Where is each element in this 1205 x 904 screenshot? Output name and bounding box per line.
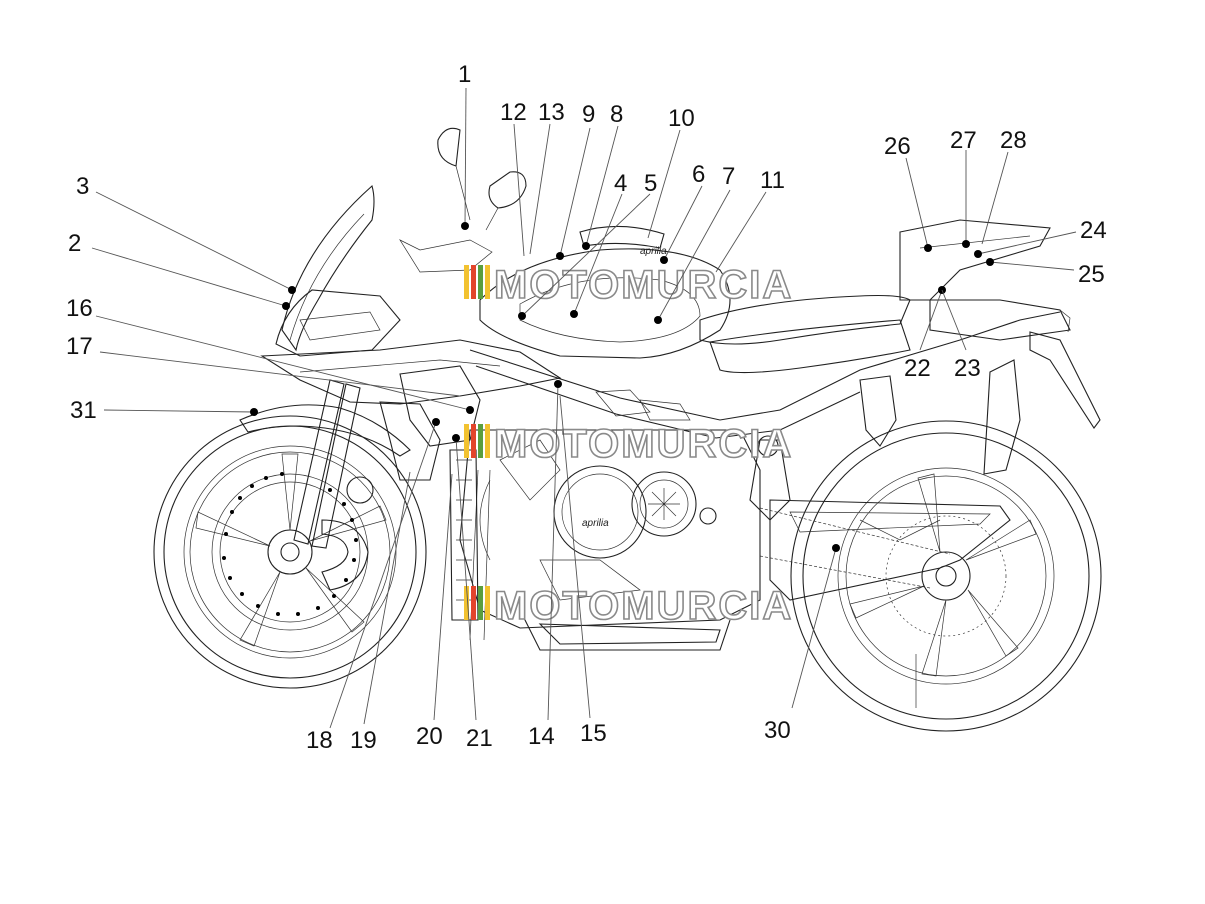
- callout-3: 3: [76, 173, 296, 294]
- callout-31: 31: [70, 397, 258, 424]
- callout-2: 2: [68, 230, 290, 310]
- callout-8: 8: [582, 101, 623, 250]
- svg-text:14: 14: [528, 723, 555, 750]
- svg-text:MOTOMURCIA: MOTOMURCIA: [494, 263, 793, 307]
- callout-6: 6: [660, 161, 705, 264]
- svg-text:13: 13: [538, 99, 565, 126]
- callout-1: 1: [458, 61, 471, 230]
- callout-25: 25: [986, 258, 1105, 288]
- svg-text:12: 12: [500, 99, 527, 126]
- svg-text:24: 24: [1080, 217, 1107, 244]
- svg-text:7: 7: [722, 163, 735, 190]
- watermark-bottom: MOTOMURCIA: [464, 583, 793, 629]
- callout-30: 30: [764, 544, 840, 744]
- engine: aprilia: [459, 429, 761, 651]
- callout-10: 10: [647, 105, 695, 239]
- callout-15: 15: [559, 395, 607, 747]
- svg-text:21: 21: [466, 725, 493, 752]
- svg-text:6: 6: [692, 161, 705, 188]
- callout-18: 18: [306, 418, 440, 754]
- rear-wheel: [790, 420, 1102, 732]
- svg-text:25: 25: [1078, 261, 1105, 288]
- svg-text:20: 20: [416, 723, 443, 750]
- svg-text:1: 1: [458, 61, 471, 88]
- svg-text:28: 28: [1000, 127, 1027, 154]
- svg-text:19: 19: [350, 727, 377, 754]
- svg-text:MOTOMURCIA: MOTOMURCIA: [494, 584, 793, 628]
- svg-text:3: 3: [76, 173, 89, 200]
- front-fork: [239, 379, 411, 549]
- callout-20: 20: [416, 473, 453, 750]
- svg-text:30: 30: [764, 717, 791, 744]
- svg-text:2: 2: [68, 230, 81, 257]
- svg-text:23: 23: [954, 355, 981, 382]
- svg-text:11: 11: [760, 167, 785, 194]
- svg-text:4: 4: [614, 170, 627, 197]
- callout-14: 14: [528, 380, 562, 750]
- callout-21: 21: [452, 434, 493, 752]
- svg-text:18: 18: [306, 727, 333, 754]
- tank-brand-mark: aprilia: [640, 246, 667, 257]
- svg-text:15: 15: [580, 720, 607, 747]
- svg-text:31: 31: [70, 397, 97, 424]
- callout-12: 12: [500, 99, 527, 257]
- svg-text:27: 27: [950, 127, 977, 154]
- brake-disc-holes: [222, 472, 358, 616]
- callout-23: 23: [941, 289, 981, 382]
- callout-7: 7: [654, 163, 735, 324]
- callout-17: 17: [66, 333, 461, 397]
- watermark-top: MOTOMURCIA: [464, 262, 793, 308]
- swingarm: [759, 499, 1011, 601]
- callout-27: 27: [950, 127, 977, 248]
- bodywork: aprilia: [260, 127, 1101, 645]
- callout-19: 19: [350, 471, 411, 754]
- svg-text:26: 26: [884, 133, 911, 160]
- svg-text:22: 22: [904, 355, 931, 382]
- svg-text:MOTOMURCIA: MOTOMURCIA: [494, 422, 793, 466]
- callout-9: 9: [556, 101, 595, 260]
- svg-text:10: 10: [668, 105, 695, 132]
- callout-22: 22: [904, 286, 946, 382]
- svg-text:8: 8: [610, 101, 623, 128]
- callout-13: 13: [529, 99, 565, 255]
- engine-brand-mark: aprilia: [582, 518, 609, 529]
- callout-16: 16: [66, 295, 474, 414]
- callout-26: 26: [884, 133, 932, 252]
- callout-11: 11: [715, 167, 785, 273]
- callout-24: 24: [974, 217, 1107, 258]
- svg-text:16: 16: [66, 295, 93, 322]
- watermark-middle: MOTOMURCIA: [464, 421, 793, 467]
- callout-5: 5: [518, 170, 657, 320]
- svg-text:17: 17: [66, 333, 93, 360]
- callout-28: 28: [981, 127, 1027, 245]
- callout-4: 4: [570, 170, 627, 318]
- svg-text:5: 5: [644, 170, 657, 197]
- svg-text:9: 9: [582, 101, 595, 128]
- front-wheel: [153, 415, 427, 689]
